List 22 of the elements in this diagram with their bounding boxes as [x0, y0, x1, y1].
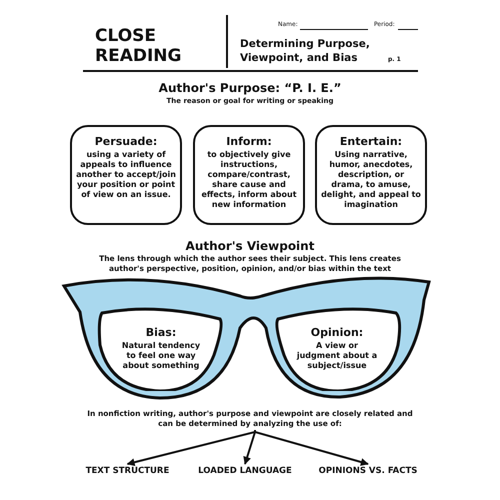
lens-heading: Opinion:	[310, 326, 364, 338]
category-label: LOADED LANGUAGE	[192, 466, 298, 478]
box-text: using a variety of appeals to influence another to accept/join your position or point of view on an issue.	[76, 150, 176, 200]
category-label: OPINIONS VS. FACTS	[310, 466, 426, 478]
section-heading: Author's Viewpoint	[184, 238, 316, 254]
box-text: Using narrative, humor, anecdotes, description, or drama, to amuse, delight, and appeal to imagination	[321, 150, 421, 210]
box-heading: Persuade:	[94, 135, 158, 148]
arrow	[126, 430, 256, 466]
box-heading: Inform:	[226, 135, 272, 148]
lens-text: A view or judgment about a subject/issue	[296, 340, 378, 370]
box-heading: Entertain:	[340, 135, 402, 148]
arrow	[243, 430, 256, 465]
arrow	[254, 430, 369, 466]
series-heading: CLOSE READING	[95, 26, 182, 66]
purpose-box	[70, 125, 182, 225]
section-heading: Author's Purpose: “P. I. E.”	[158, 80, 342, 96]
purpose-box	[315, 125, 427, 225]
category-label: TEXT STRUCTURE	[80, 466, 175, 478]
lens-heading: Bias:	[146, 326, 176, 338]
purpose-box	[193, 125, 305, 225]
box-text: to objectively give instructions, compare/contrast, share cause and effects, inform about new information	[200, 150, 298, 210]
lens-text: Natural tendency to feel one way about something	[120, 340, 202, 370]
